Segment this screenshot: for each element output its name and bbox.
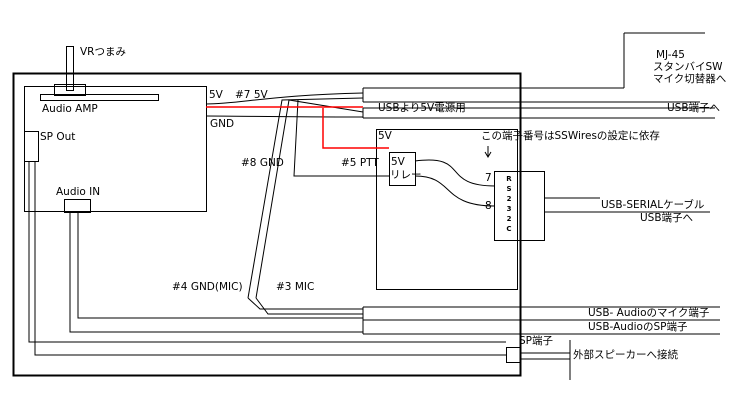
audio-amp-label: Audio AMP (42, 103, 98, 115)
wire-audio-in-mic (77, 212, 363, 319)
vr-knob-shaft (66, 46, 74, 91)
sp-terminal (506, 347, 521, 363)
wire-sp-out-long (28, 161, 506, 343)
audio-in-label: Audio IN (56, 186, 101, 198)
mj45-socket (362, 32, 705, 103)
sp-out-connector (24, 131, 39, 162)
wire-mic-down (247, 297, 363, 315)
usb-audio-mic-label: USB- Audioのマイク端子 (588, 307, 710, 319)
relay (389, 152, 416, 186)
pin8-label: 8 (485, 200, 492, 212)
wire-sp-out-short (34, 161, 506, 356)
wire-7-5v (247, 97, 364, 299)
wire-5v-top (205, 92, 364, 105)
usb-serial-cable-lines (544, 197, 710, 213)
relay-board (376, 129, 518, 290)
rs232c-char: C (506, 225, 512, 233)
usb-port-label-2: USB端子へ (640, 212, 694, 224)
pin3-mic-label: #3 MIC (276, 281, 315, 293)
rs232c-char: 3 (506, 205, 512, 213)
wire-ptt (293, 99, 389, 177)
vr-knob-base (54, 84, 86, 96)
usb-audio-socket-lines (362, 306, 720, 335)
mic-switch-label: マイク切替器へ (653, 73, 727, 85)
rs232c-char: S (506, 185, 512, 193)
pin5-ptt-label: #5 PTT (341, 157, 379, 169)
audio-in-connector (64, 199, 91, 213)
wire-relay-pin7 (414, 159, 496, 187)
wire-gnd (205, 115, 364, 118)
board-5v-label: 5V (378, 130, 392, 142)
wire-8-gnd (255, 99, 364, 299)
external-speaker-label: 外部スピーカーへ接続 (573, 349, 678, 361)
pin4-gnd-mic-label: #4 GND(MIC) (172, 281, 243, 293)
speaker-cable-lines (520, 340, 571, 380)
gnd-label: GND (210, 118, 235, 130)
terminal-note: この端子番号はSSWiresの設定に依存 (481, 130, 660, 142)
usb-5v-power-label: USBより5V電源用 (378, 102, 466, 114)
sp-terminal-label: SP端子 (519, 335, 553, 347)
five-v-label: 5V (209, 89, 223, 101)
pin8-gnd-label: #8 GND (241, 157, 284, 169)
enclosure-box (12, 72, 522, 377)
relay-label: リレー (390, 169, 422, 181)
audio-amp-connector (40, 94, 159, 101)
wire-audio-in-gnd (69, 212, 363, 333)
pin7-label: 7 (485, 172, 492, 184)
rs232c-char: 2 (506, 195, 512, 203)
sp-out-label: SP Out (40, 131, 76, 143)
wire-relay-pin8 (414, 175, 496, 207)
mj45-label: MJ-45 (656, 49, 685, 61)
rs232c-char: R (506, 175, 512, 183)
relay-5v-label: 5V (391, 156, 405, 168)
usb-audio-sp-label: USB-AudioのSP端子 (588, 321, 688, 333)
rs232c-char: 2 (506, 215, 512, 223)
vr-knob-label: VRつまみ (80, 46, 126, 58)
standby-sw-label: スタンバイSW (653, 61, 723, 73)
usb-port-label: USB端子へ (667, 102, 721, 114)
note-arrow-line (484, 146, 492, 158)
pin7-5v-label: #7 5V (235, 89, 268, 101)
usb-serial-cable-label: USB-SERIALケーブル (601, 199, 705, 211)
red-wire-ptt (322, 108, 389, 149)
usb-power-socket (362, 107, 715, 119)
